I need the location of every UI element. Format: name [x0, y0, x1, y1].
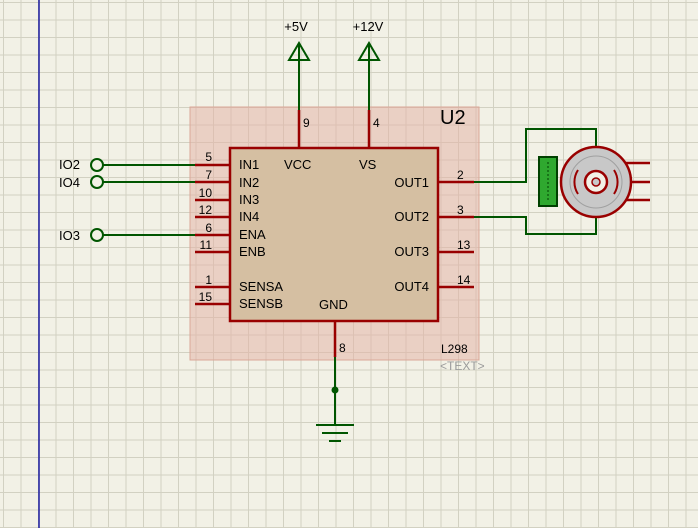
pin-label-in1: IN1 — [239, 157, 259, 172]
terminal-io2[interactable]: IO2 — [59, 157, 195, 172]
pin-label-vs: VS — [359, 157, 377, 172]
pin-number-vs: 4 — [373, 116, 380, 130]
pin-number-out2: 3 — [457, 203, 464, 217]
pin-label-in2: IN2 — [239, 175, 259, 190]
pin-number-vcc: 9 — [303, 116, 310, 130]
pin-number-in2: 7 — [205, 168, 212, 182]
component-part[interactable]: L298 — [441, 342, 468, 356]
junction-dot — [331, 386, 339, 394]
pin-number-out1: 2 — [457, 168, 464, 182]
pin-number-gnd: 8 — [339, 341, 346, 355]
pin-number-sensa: 1 — [205, 273, 212, 287]
component-text-placeholder[interactable]: <TEXT> — [440, 359, 485, 373]
power-label-5v: +5V — [284, 19, 308, 34]
motor-indicator-icon — [538, 156, 558, 207]
pin-label-enb: ENB — [239, 244, 266, 259]
pin-number-out4: 14 — [457, 273, 471, 287]
terminal-label-io4: IO4 — [59, 175, 80, 190]
motor-wire-out2[interactable] — [474, 214, 597, 235]
pin-label-sensa: SENSA — [239, 279, 283, 294]
pin-number-ena: 6 — [205, 221, 212, 235]
terminal-io3[interactable]: IO3 — [59, 228, 195, 243]
left-pins — [195, 163, 230, 306]
pin-number-out3: 13 — [457, 238, 471, 252]
component-ref[interactable]: U2 — [440, 107, 466, 129]
pin-label-out4: OUT4 — [394, 279, 429, 294]
pin-label-in4: IN4 — [239, 209, 259, 224]
pin-number-in4: 12 — [199, 203, 213, 217]
pin-number-in3: 10 — [199, 186, 213, 200]
pin-label-ena: ENA — [239, 227, 266, 242]
pin-label-in3: IN3 — [239, 192, 259, 207]
terminal-io4[interactable]: IO4 — [59, 175, 195, 190]
right-pins — [438, 180, 474, 289]
power-label-12v: +12V — [353, 19, 384, 34]
pin-number-enb: 11 — [200, 238, 213, 252]
pin-number-in1: 5 — [205, 150, 212, 164]
pin-label-out2: OUT2 — [394, 209, 429, 224]
pin-label-out1: OUT1 — [394, 175, 429, 190]
l298-body[interactable] — [228, 146, 440, 323]
pin-label-gnd: GND — [319, 297, 348, 312]
terminal-label-io3: IO3 — [59, 228, 80, 243]
ground-symbol-icon — [316, 424, 354, 442]
pin-label-sensb: SENSB — [239, 296, 283, 311]
motor-wire-out1[interactable] — [474, 128, 597, 183]
ground-net[interactable] — [316, 357, 354, 442]
pin-label-vcc: VCC — [284, 157, 311, 172]
terminal-circle-icon — [90, 175, 104, 189]
pin-label-out3: OUT3 — [394, 244, 429, 259]
terminal-circle-icon — [90, 228, 104, 242]
terminal-circle-icon — [90, 158, 104, 172]
power-symbol-12v[interactable]: +12V — [353, 19, 384, 110]
power-symbol-5v[interactable]: +5V — [284, 19, 311, 110]
pin-number-sensb: 15 — [199, 290, 213, 304]
dc-motor-icon[interactable] — [538, 145, 650, 219]
terminal-label-io2: IO2 — [59, 157, 80, 172]
